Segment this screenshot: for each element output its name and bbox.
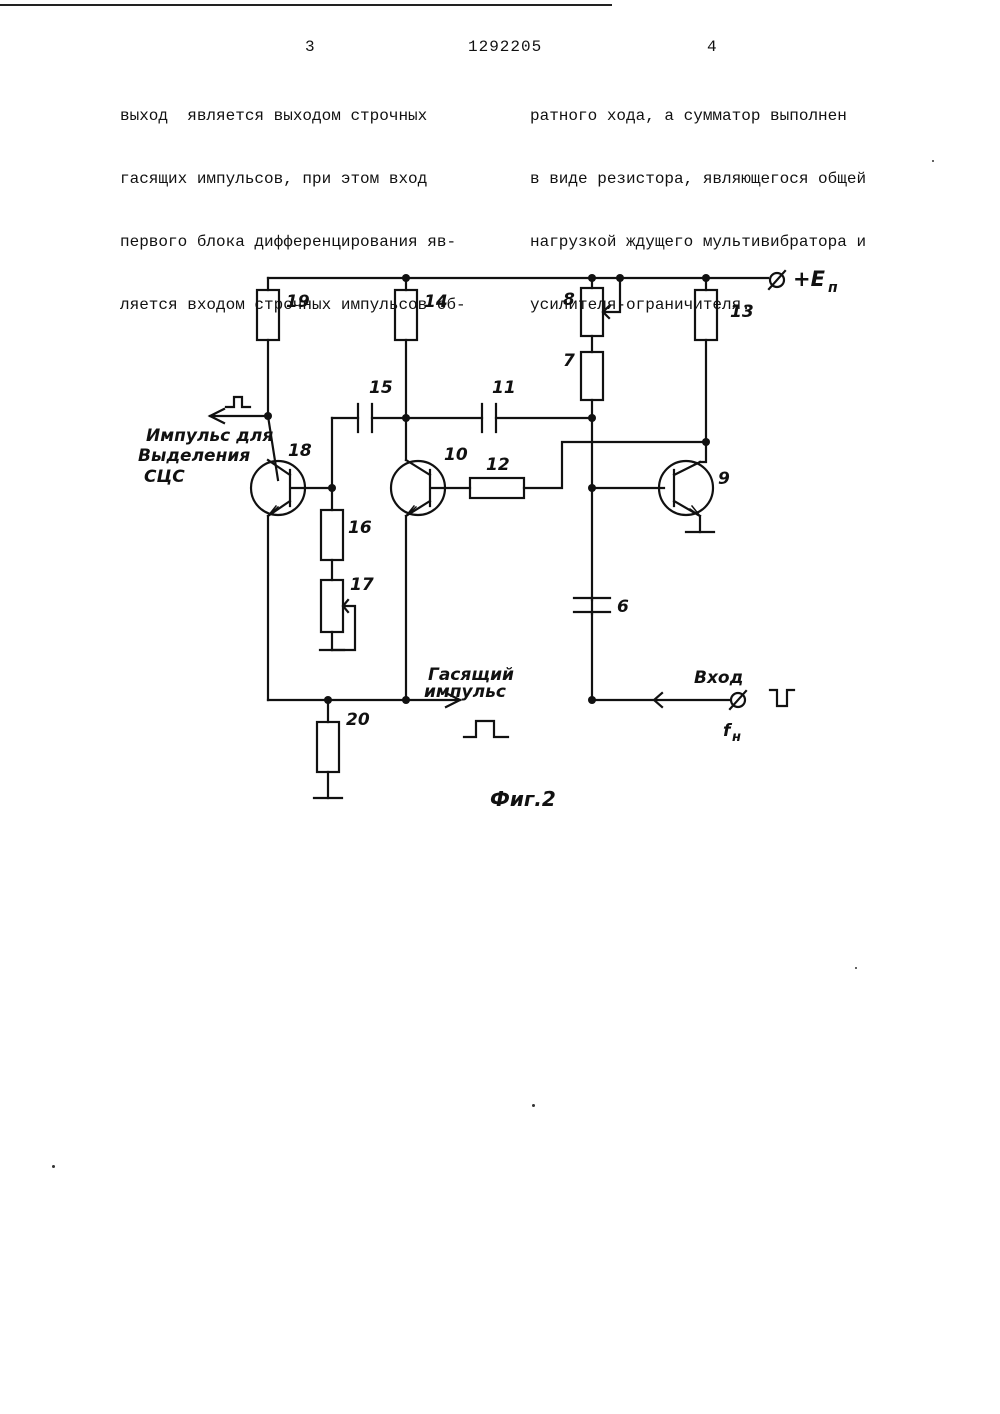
junction-dot (402, 414, 410, 422)
resistor-19 (257, 290, 279, 340)
label-10: 10 (444, 445, 468, 465)
input-freq-subscript: н (732, 730, 741, 745)
wire-r13 (700, 278, 706, 462)
junction-dot (324, 696, 332, 704)
resistor-17 (321, 580, 343, 632)
input-pulse-symbol (770, 690, 794, 706)
label-15: 15 (369, 378, 393, 398)
transistor-10-leads (406, 460, 470, 700)
circuit-diagram: 19 14 8 7 13 15 11 18 10 12 9 16 17 6 20… (0, 240, 1000, 820)
junction-dot (702, 438, 710, 446)
pulse-symbol-negative (226, 397, 250, 407)
resistor-12 (470, 478, 524, 498)
scan-speck (855, 967, 857, 969)
transistor-9-leads (674, 462, 700, 532)
input-label: Вход (694, 668, 743, 688)
junction-dot (616, 274, 624, 282)
label-13: 13 (730, 302, 754, 322)
label-19: 19 (286, 292, 310, 312)
page-number-left: 3 (305, 38, 315, 56)
label-11: 11 (492, 378, 516, 398)
text-line: ратного хода, а сумматор выполнен (530, 106, 866, 127)
resistor-13 (695, 290, 717, 340)
label-16: 16 (348, 518, 372, 538)
capacitor-15 (358, 404, 372, 432)
supply-label: +E (793, 267, 826, 291)
label-7: 7 (563, 351, 575, 371)
junction-dot (264, 412, 272, 420)
figure-caption: Фиг.2 (490, 787, 556, 811)
junction-dot (402, 696, 410, 704)
text-line: выход является выходом строчных (120, 106, 466, 127)
junction-dot (402, 274, 410, 282)
sync-output-label-2: Выделения (138, 446, 250, 466)
junction-dot (588, 696, 596, 704)
resistor-14 (395, 290, 417, 340)
supply-subscript: п (828, 280, 838, 296)
label-12: 12 (486, 455, 510, 475)
junction-dot (588, 484, 596, 492)
blanking-label-2: импульс (424, 682, 506, 702)
label-20: 20 (346, 710, 370, 730)
page-number-right: 4 (707, 38, 717, 56)
wire-r19 (268, 278, 278, 480)
text-line: гасящих импульсов, при этом вход (120, 169, 466, 190)
label-8: 8 (563, 290, 575, 310)
sync-output-label-1: Импульс для (146, 426, 273, 446)
scan-speck (52, 1165, 55, 1168)
label-9: 9 (718, 469, 730, 489)
resistor-8 (581, 288, 603, 336)
scan-speck (932, 160, 934, 162)
sync-output-arrow (210, 409, 268, 423)
junction-dot (702, 274, 710, 282)
resistor-8-wiper (603, 278, 620, 318)
label-14: 14 (424, 292, 448, 312)
junction-dot (588, 274, 596, 282)
junction-dot (328, 484, 336, 492)
resistor-7 (581, 352, 603, 400)
label-6: 6 (617, 597, 629, 617)
capacitor-11 (482, 404, 496, 432)
wire-r12 (524, 442, 706, 488)
label-17: 17 (350, 575, 374, 595)
sync-output-label-3: СЦС (144, 467, 185, 487)
document-number: 1292205 (468, 38, 542, 56)
blanking-pulse-symbol (464, 721, 508, 737)
wire-c6 (592, 598, 730, 707)
resistor-16 (321, 510, 343, 560)
text-line: в виде резистора, являющегося общей (530, 169, 866, 190)
resistor-20 (317, 722, 339, 772)
scan-speck (532, 1104, 535, 1107)
top-rule (0, 4, 612, 6)
junction-dot (588, 414, 596, 422)
label-18: 18 (288, 441, 312, 461)
